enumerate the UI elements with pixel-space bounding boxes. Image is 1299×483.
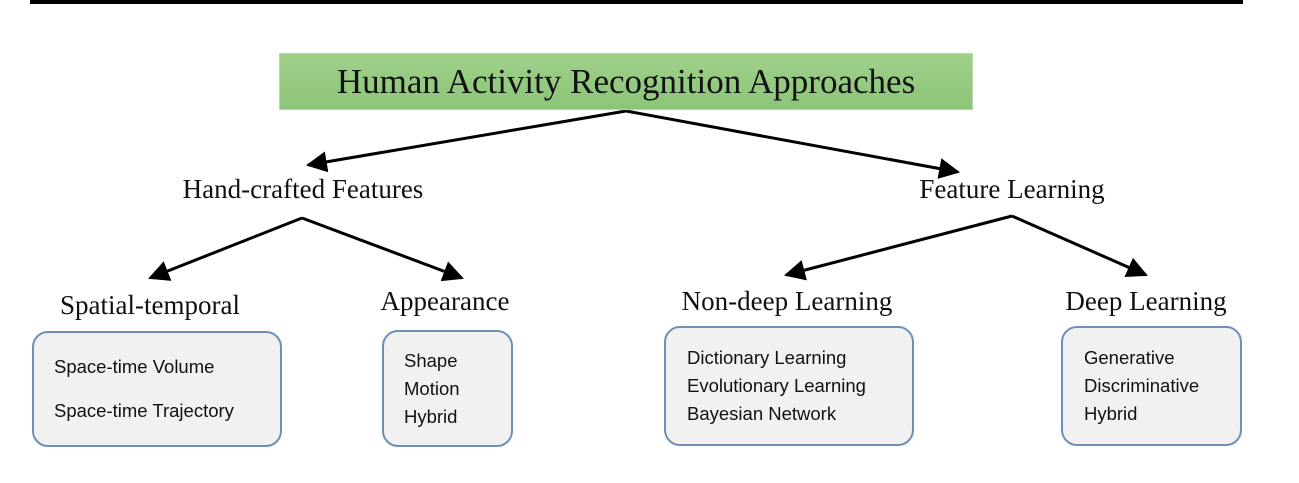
list-item: Space-time Volume [54,356,215,377]
arrow-featurelearning-deep [1011,214,1148,277]
list-item: Motion [404,377,460,399]
arrow-featurelearning-nondeep [783,214,1013,281]
category-label-deep-learning: Deep Learning [1065,286,1227,316]
list-item: Generative [1084,347,1175,368]
branch-label-handcrafted: Hand-crafted Features [182,174,424,204]
category-label-non-deep-learning: Non-deep Learning [681,286,893,316]
top-rule [30,0,1243,4]
list-item: Hybrid [404,405,458,427]
box-deep-learning: Generative Discriminative Hybrid [1061,326,1242,446]
box-spatial-temporal: Space-time Volume Space-time Trajectory [32,331,282,447]
root-title: Human Activity Recognition Approaches [336,61,916,101]
list-item: Bayesian Network [687,403,837,424]
category-label-spatial-temporal: Spatial-temporal [60,290,240,320]
box-appearance: Shape Motion Hybrid [382,330,513,447]
list-item: Dictionary Learning [687,347,847,368]
arrow-root-featurelearning [625,109,961,179]
arrow-handcrafted-spatial [148,216,303,281]
branch-label-feature-learning: Feature Learning [919,174,1105,204]
list-item: Evolutionary Learning [687,375,866,396]
list-item: Shape [404,349,458,371]
arrow-root-handcrafted [305,109,627,173]
arrow-handcrafted-appearance [301,216,464,282]
list-item: Space-time Trajectory [54,400,234,421]
box-non-deep-learning: Dictionary Learning Evolutionary Learnin… [664,326,914,446]
list-item: Hybrid [1084,403,1138,424]
list-item: Discriminative [1084,375,1200,396]
category-label-appearance: Appearance [380,286,510,316]
root-title-box: Human Activity Recognition Approaches [279,53,973,110]
